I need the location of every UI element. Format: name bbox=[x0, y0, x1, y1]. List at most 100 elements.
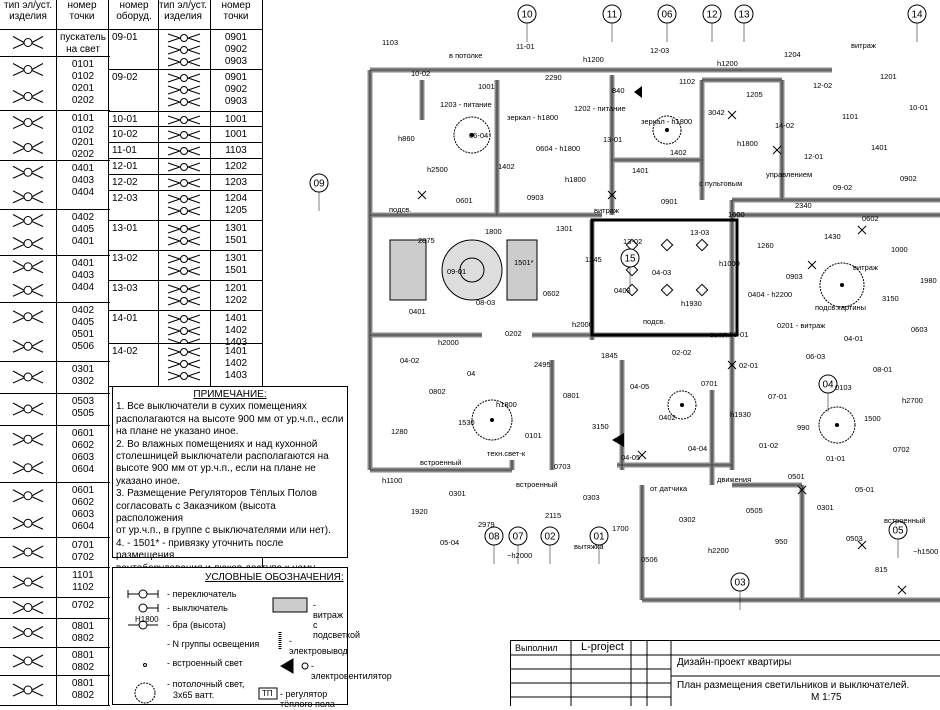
room-number: 11 bbox=[607, 10, 618, 21]
plan-label: 1500 bbox=[864, 414, 881, 423]
legend-row-line bbox=[108, 142, 262, 143]
legend-equip-number: 14-01 bbox=[112, 313, 138, 324]
plan-label: вытяжка bbox=[574, 542, 604, 551]
note-line: располагаются на высоте 900 мм от ур.ч.п… bbox=[116, 413, 344, 425]
note-line: на плане не указано иное. bbox=[116, 426, 239, 438]
plan-label: 0603 bbox=[911, 325, 928, 334]
floor-heating-regulator-icon bbox=[258, 687, 278, 700]
plan-label: встроенный bbox=[516, 480, 557, 489]
fan-icon bbox=[612, 433, 624, 447]
plan-label: 0802 bbox=[429, 387, 446, 396]
plan-label: 1103 bbox=[382, 38, 398, 47]
plan-label: встроенный bbox=[884, 516, 925, 525]
plan-label: 1204 bbox=[784, 50, 801, 59]
legend-point-number: 1402 bbox=[224, 325, 248, 336]
plan-label: с пультовым bbox=[699, 179, 742, 188]
col-header-type-2: тип эл/уст. изделия bbox=[159, 0, 207, 22]
note-line: от ур.ч.п., в группе с выключателями или… bbox=[116, 525, 331, 537]
legend-device-symbol-icon bbox=[167, 130, 201, 140]
convention-fan: - электровентилятор bbox=[311, 661, 392, 681]
legend-point-number: 0801 bbox=[71, 621, 95, 632]
legend-point-number: 0401 bbox=[71, 258, 95, 269]
switch-toggle-icon bbox=[138, 589, 148, 599]
plan-label: 1401 bbox=[871, 143, 888, 152]
switch-mark-icon bbox=[797, 485, 807, 495]
legend-switch-symbol-icon bbox=[12, 601, 44, 614]
room-number: 03 bbox=[734, 578, 746, 589]
legend-point-number: 0201 bbox=[71, 83, 95, 94]
stamp-company: L-project bbox=[581, 641, 624, 653]
legend-table: тип эл/уст. изделия номер точки номер об… bbox=[0, 0, 263, 706]
room-number: 10 bbox=[521, 10, 533, 21]
legend-row-line bbox=[108, 69, 262, 70]
plan-label: подсв. bbox=[643, 317, 665, 326]
plan-label: h2700 bbox=[902, 396, 923, 405]
legend-point-number: 1202 bbox=[224, 161, 248, 172]
legend-point-number: 0604 bbox=[71, 464, 95, 475]
legend-point-number: 1501 bbox=[224, 235, 248, 246]
plan-label: 815 bbox=[875, 565, 888, 574]
legend-point-number: 0603 bbox=[71, 509, 95, 520]
plan-label: 04-02 bbox=[400, 356, 419, 365]
legend-device-symbol-icon bbox=[167, 146, 201, 156]
fan-icon bbox=[634, 86, 642, 98]
room-number: 14 bbox=[911, 10, 923, 21]
built-in-light-icon bbox=[660, 283, 674, 297]
legend-switch-symbol-icon bbox=[12, 626, 44, 639]
room-number: 07 bbox=[512, 532, 524, 543]
legend-switch-symbol-icon bbox=[12, 545, 44, 559]
legend-switch-symbol-icon bbox=[12, 116, 44, 154]
plan-label: 0403 bbox=[614, 286, 631, 295]
legend-switch-symbol-icon bbox=[12, 260, 44, 297]
ceiling-light-icon bbox=[453, 116, 491, 154]
plan-label: 14-02 bbox=[775, 121, 794, 130]
legend-device-symbol-icon bbox=[167, 224, 201, 246]
switch-mark-icon bbox=[727, 360, 737, 370]
legend-device-symbol-icon bbox=[167, 284, 201, 306]
legend-equip-number: 14-02 bbox=[112, 346, 138, 357]
legend-point-number: 0405 bbox=[71, 317, 95, 328]
legend-row-line bbox=[0, 618, 110, 619]
legend-row-line bbox=[108, 220, 262, 221]
legend-point-number: 1403 bbox=[224, 370, 248, 381]
legend-point-number: 1402 bbox=[224, 358, 248, 369]
legend-row-line bbox=[0, 361, 110, 362]
convention-ceiling-light: - потолочный свет, bbox=[167, 679, 245, 689]
legend-row-line bbox=[0, 597, 110, 598]
title-block: Выполнил L-project Дизайн-проект квартир… bbox=[510, 640, 940, 706]
plan-label: 0202 bbox=[505, 329, 522, 338]
legend-col-divider bbox=[56, 0, 57, 705]
built-in-light-icon bbox=[143, 663, 147, 667]
plan-label: 1530 bbox=[458, 418, 475, 427]
plan-label: h1200 bbox=[583, 55, 604, 64]
ceiling-light-icon bbox=[134, 682, 156, 704]
legend-point-number: 0503 bbox=[71, 396, 95, 407]
ceiling-light-center-icon bbox=[835, 423, 839, 427]
lit-glass-panel bbox=[506, 239, 538, 301]
legend-point-number: 0101 bbox=[71, 113, 95, 124]
plan-label: 12-02 bbox=[813, 81, 832, 90]
plan-label: 1700 bbox=[612, 524, 629, 533]
legend-point-number: 0702 bbox=[71, 552, 95, 563]
legend-row-line bbox=[0, 705, 110, 706]
legend-switch-symbol-icon bbox=[12, 370, 44, 384]
note-line: согласовать с Заказчиком (высота располо… bbox=[116, 500, 276, 525]
stamp-project: Дизайн-проект квартиры bbox=[677, 657, 792, 668]
plan-label: 04-03 bbox=[652, 268, 671, 277]
legend-point-number: 0802 bbox=[71, 690, 95, 701]
plan-label: 990 bbox=[797, 423, 810, 432]
plan-label: 12-03 bbox=[650, 46, 669, 55]
note-line: 1. Все выключатели в сухих помещениях bbox=[116, 401, 307, 413]
legend-switch-symbol-icon bbox=[12, 654, 44, 668]
legend-point-number: 1101 bbox=[72, 570, 94, 581]
legend-point-number: 0902 bbox=[224, 84, 248, 95]
plan-label: 2115 bbox=[545, 511, 561, 520]
plan-label: 1205 bbox=[746, 90, 763, 99]
legend-point-number: 0402 bbox=[71, 212, 95, 223]
legend-point-number: 1301 bbox=[224, 253, 248, 264]
plan-label: 09-02 bbox=[833, 183, 852, 192]
legend-point-number: 1204 bbox=[224, 193, 248, 204]
plan-label: h860 bbox=[398, 134, 415, 143]
legend-point-number: 0601 bbox=[71, 485, 95, 496]
